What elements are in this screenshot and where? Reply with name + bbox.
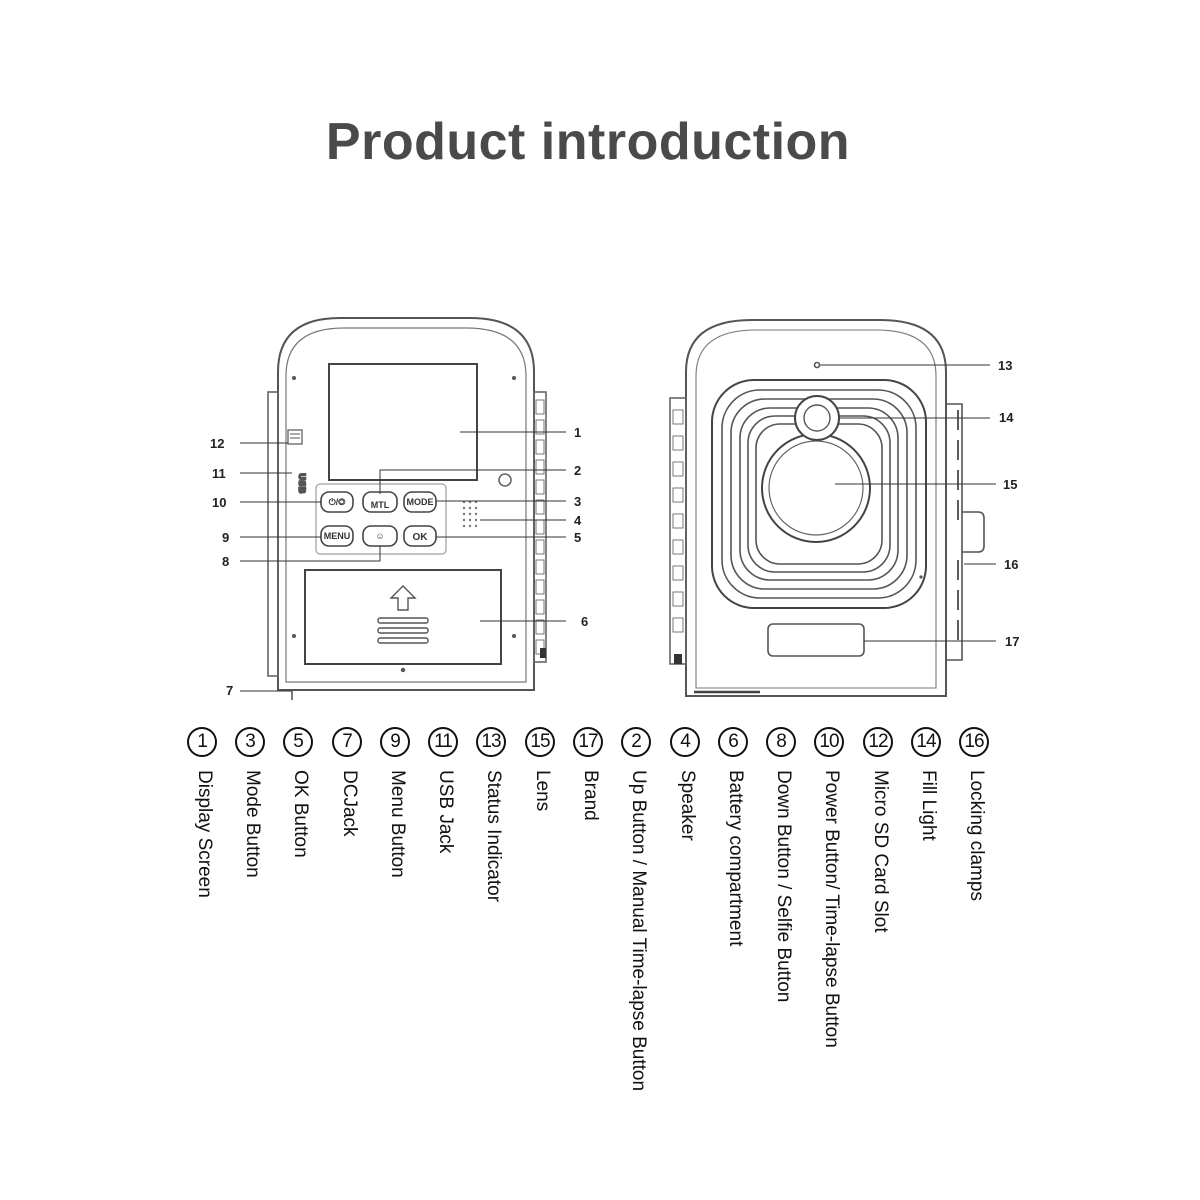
menu-button-text: MENU [324,531,351,541]
legend-number: 4 [670,727,700,757]
status-indicator-dot [813,361,821,369]
callout-8: 8 [222,554,229,569]
brand-plate-shape [767,623,865,657]
callout-11: 11 [212,466,226,481]
legend-number: 10 [814,727,844,757]
mode-button-shape [403,491,437,513]
battery-compartment-shape [304,569,502,665]
up-button-text: MTL [371,500,390,510]
power-button-text: ⏻/◎ [329,497,347,507]
callout-17: 17 [1005,634,1019,649]
legend-label: Status Indicator [483,770,504,903]
mode-button-text: MODE [407,497,434,507]
display-screen-shape [328,363,478,481]
legend-label: Fill Light [918,770,939,841]
legend-number: 15 [525,727,555,757]
arrow-up-icon [389,585,417,611]
fill-light-shape [794,395,840,441]
legend-label: Speaker [677,770,698,841]
callout-14: 14 [999,410,1014,425]
legend-label: Down Button / Selfie Button [773,770,794,1003]
legend-number: 16 [959,727,989,757]
callout-5: 5 [574,530,581,545]
legend-label: USB Jack [435,770,456,854]
legend-number: 11 [428,727,458,757]
speaker-holes [462,500,478,528]
callout-1: 1 [574,425,581,440]
legend-label: Display Screen [194,770,215,898]
legend-label: Up Button / Manual Time-lapse Button [628,770,649,1092]
usb-port-label: USB [296,473,306,494]
legend-label: DCJack [339,770,360,837]
legend-number: 13 [476,727,506,757]
callout-10: 10 [212,495,226,510]
legend-number: 7 [332,727,362,757]
legend-number: 2 [621,727,651,757]
product-diagram: USB ⏻/◎ MTL MODE MENU ☺ OK [210,317,1019,700]
menu-button-shape [320,525,354,547]
legend-number: 5 [283,727,313,757]
down-button-text: ☺ [375,531,384,541]
callout-15: 15 [1003,477,1017,492]
front-view: USB ⏻/◎ MTL MODE MENU ☺ OK [210,317,588,700]
callout-3: 3 [574,494,581,509]
legend-number: 8 [766,727,796,757]
callout-12: 12 [210,436,224,451]
callout-9: 9 [222,530,229,545]
callout-6: 6 [581,614,588,629]
legend-number: 17 [573,727,603,757]
legend-label: OK Button [290,770,311,858]
legend-number: 9 [380,727,410,757]
legend-number: 3 [235,727,265,757]
lens-shape [761,433,871,543]
callout-13: 13 [998,358,1012,373]
legend-number: 6 [718,727,748,757]
legend-label: Micro SD Card Slot [870,770,891,933]
legend-label: Power Button/ Time-lapse Button [821,770,842,1048]
callout-7: 7 [226,683,233,698]
ok-button-text: OK [413,532,429,543]
legend-label: Battery compartment [725,770,746,947]
legend-label: Lens [532,770,553,812]
back-view: 13 14 15 16 17 [669,319,1019,697]
legend-label: Mode Button [242,770,263,878]
legend-label: Brand [580,770,601,821]
front-housing [277,317,535,691]
legend-label: Locking clamps [966,770,987,901]
page-title: Product introduction [325,113,851,171]
legend-number: 14 [911,727,941,757]
legend-label: Menu Button [387,770,408,878]
legend-number: 12 [863,727,893,757]
callout-16: 16 [1004,557,1018,572]
callout-2: 2 [574,463,581,478]
front-housing-inner [285,327,527,683]
callout-4: 4 [574,513,582,528]
ok-button-shape [403,525,437,547]
legend-number: 1 [187,727,217,757]
back-housing [685,319,947,697]
